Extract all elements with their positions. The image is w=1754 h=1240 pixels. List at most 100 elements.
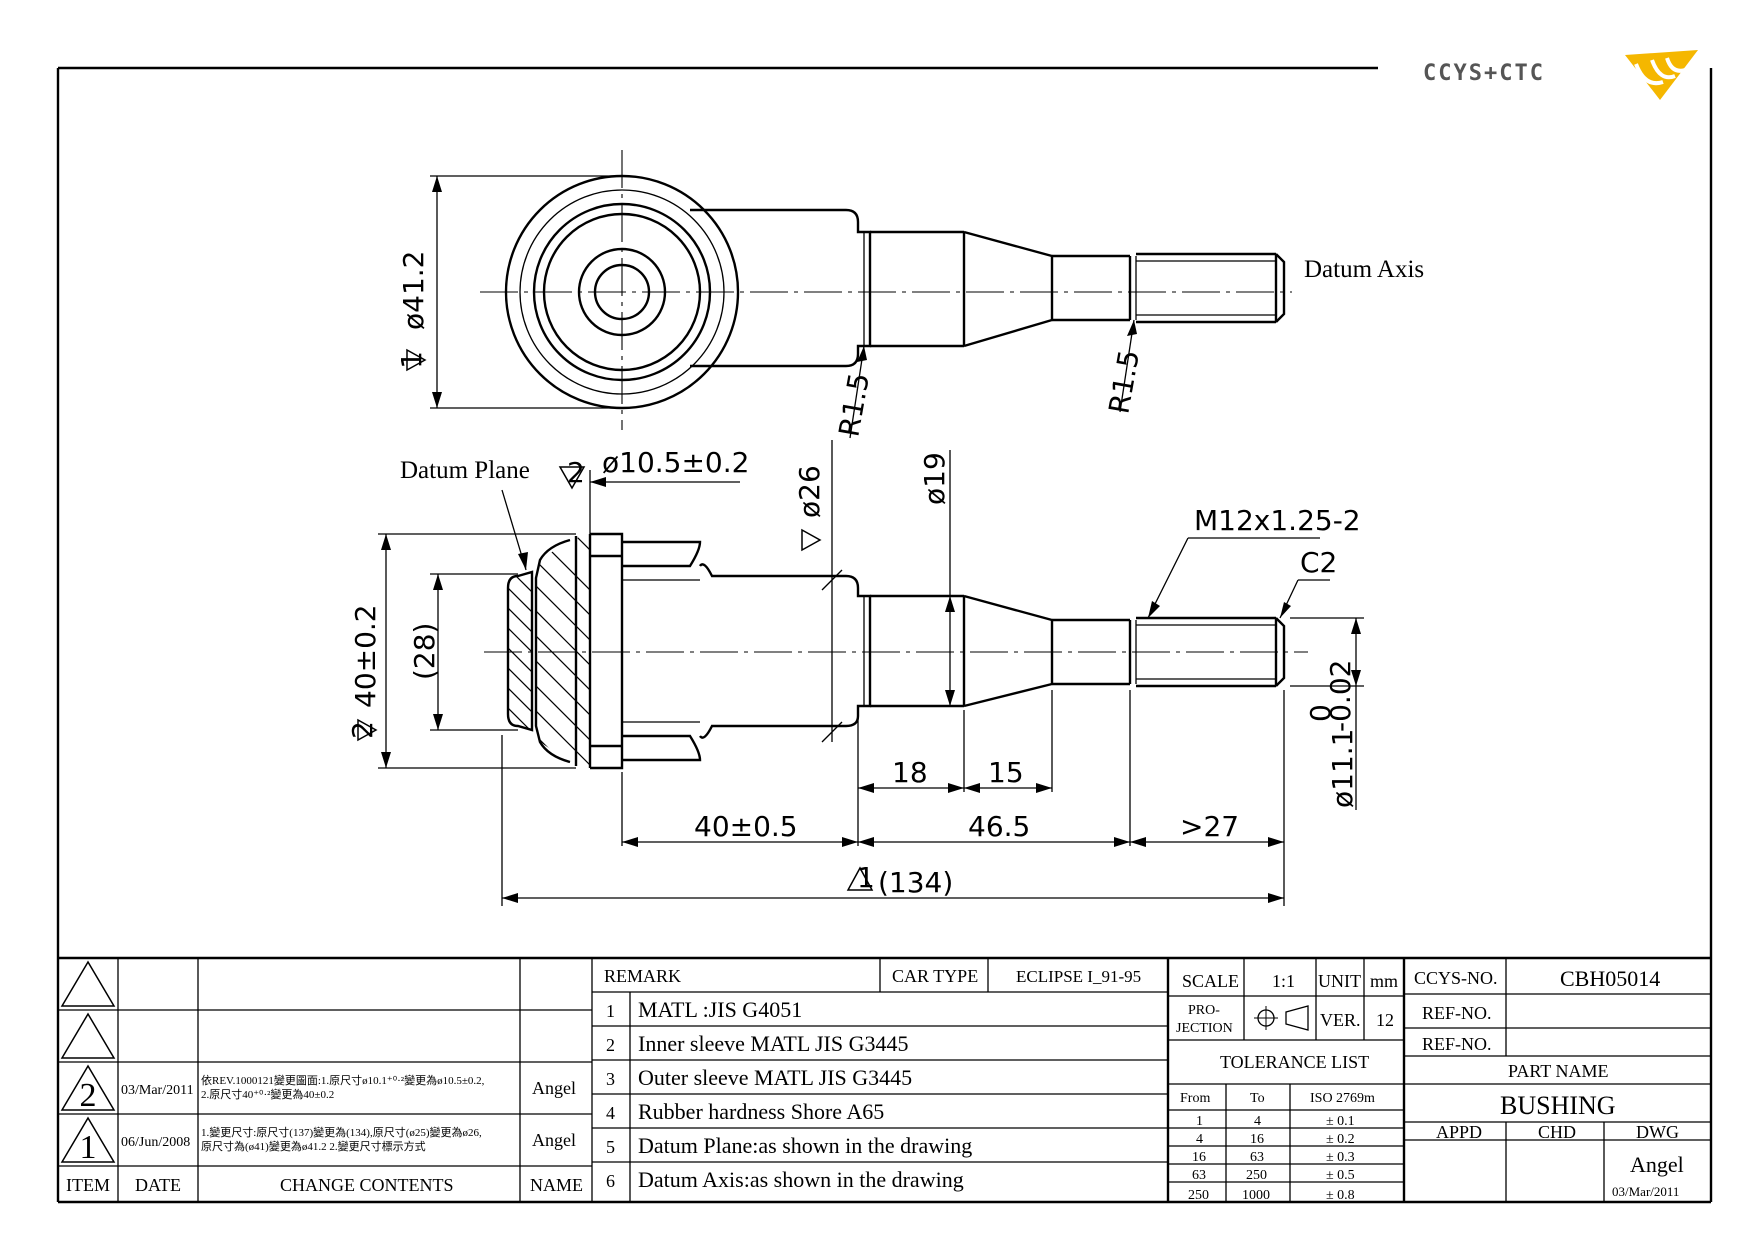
svg-text:0: 0 <box>1304 704 1337 722</box>
company-logo: CCYS+CTC <box>1423 50 1698 100</box>
rev-2-triangle-icon <box>60 1064 116 1111</box>
top-neck-outline <box>690 208 872 368</box>
svg-text:2: 2 <box>346 721 379 739</box>
svg-text:63: 63 <box>1192 1168 1206 1183</box>
svg-text:1.變更尺寸:原尺寸(137)變更為(134),原尺寸(ø2: 1.變更尺寸:原尺寸(137)變更為(134),原尺寸(ø25)變更為ø26, <box>201 1125 482 1139</box>
svg-text:3: 3 <box>606 1069 615 1089</box>
svg-text:ø41.2: ø41.2 <box>397 251 430 330</box>
svg-text:Datum Plane:as shown in the dr: Datum Plane:as shown in the drawing <box>638 1133 972 1158</box>
svg-text:M12x1.25-2: M12x1.25-2 <box>1194 504 1361 537</box>
datum-plane-label: Datum Plane <box>400 457 530 484</box>
svg-text:依REV.1000121變更圖面:1.原尺寸ø10.1⁺⁰·: 依REV.1000121變更圖面:1.原尺寸ø10.1⁺⁰·²變更為ø10.5±… <box>201 1073 485 1087</box>
rev-2-triangle-icon <box>558 466 586 490</box>
svg-text:From: From <box>1180 1091 1210 1106</box>
svg-text:06/Jun/2008: 06/Jun/2008 <box>121 1135 190 1150</box>
svg-text:± 0.2: ± 0.2 <box>1326 1132 1355 1147</box>
svg-text:16: 16 <box>1192 1150 1206 1165</box>
rev-blank-triangle-icon <box>60 1012 116 1059</box>
svg-text:DATE: DATE <box>135 1175 181 1195</box>
svg-text:UNIT: UNIT <box>1318 971 1361 991</box>
svg-text:Inner sleeve MATL JIS G3445: Inner sleeve MATL JIS G3445 <box>638 1031 908 1056</box>
svg-text:250: 250 <box>1246 1168 1267 1183</box>
svg-text:CCYS+CTC: CCYS+CTC <box>1423 61 1545 86</box>
svg-text:± 0.8: ± 0.8 <box>1326 1188 1355 1203</box>
svg-text:1: 1 <box>606 1001 615 1021</box>
svg-text:REF-NO.: REF-NO. <box>1422 1003 1492 1023</box>
svg-text:ITEM: ITEM <box>66 1175 110 1195</box>
svg-text:2: 2 <box>606 1035 615 1055</box>
svg-text:REF-NO.: REF-NO. <box>1422 1034 1492 1054</box>
svg-text:ISO 2769m: ISO 2769m <box>1310 1091 1375 1106</box>
svg-text:ø26: ø26 <box>793 465 826 518</box>
svg-text:R1.5: R1.5 <box>832 370 876 439</box>
svg-text:ø19: ø19 <box>918 452 951 505</box>
svg-text:12: 12 <box>1376 1010 1394 1030</box>
svg-text:(134): (134) <box>878 866 953 899</box>
rev-blank-triangle-icon <box>60 960 116 1007</box>
svg-text:03/Mar/2011: 03/Mar/2011 <box>121 1083 194 1098</box>
svg-text:± 0.1: ± 0.1 <box>1326 1114 1355 1129</box>
part-block: CCYS-NO. CBH05014 REF-NO. REF-NO. PART N… <box>1404 958 1711 1202</box>
svg-text:Angel: Angel <box>1630 1152 1684 1177</box>
remark-table: REMARK CAR TYPE ECLIPSE I_91-95 1 MATL :… <box>592 958 1170 1202</box>
svg-text:Angel: Angel <box>532 1078 576 1098</box>
svg-text:C2: C2 <box>1300 546 1337 579</box>
svg-text:Outer sleeve MATL JIS G3445: Outer sleeve MATL JIS G3445 <box>638 1065 912 1090</box>
title-block: 2 03/Mar/2011 依REV.1000121變更圖面:1.原尺寸ø10.… <box>58 956 1711 1203</box>
svg-text:± 0.5: ± 0.5 <box>1326 1168 1355 1183</box>
svg-text:1: 1 <box>857 861 875 894</box>
svg-text:To: To <box>1250 1091 1265 1106</box>
svg-text:6: 6 <box>606 1171 615 1191</box>
svg-text:DWG: DWG <box>1636 1122 1679 1142</box>
svg-text:250: 250 <box>1188 1188 1209 1203</box>
svg-text:4: 4 <box>606 1103 615 1123</box>
svg-text:± 0.3: ± 0.3 <box>1326 1150 1355 1165</box>
svg-text:1: 1 <box>395 351 428 369</box>
projection-symbol-icon <box>1254 1005 1309 1031</box>
svg-text:1: 1 <box>1196 1114 1203 1129</box>
datum-axis-label: Datum Axis <box>1304 256 1424 283</box>
svg-text:MATL :JIS G4051: MATL :JIS G4051 <box>638 997 802 1022</box>
svg-text:CHD: CHD <box>1538 1122 1576 1142</box>
svg-text:46.5: 46.5 <box>968 810 1030 843</box>
svg-text:BUSHING: BUSHING <box>1500 1091 1616 1120</box>
svg-text:16: 16 <box>1250 1132 1264 1147</box>
svg-text:1:1: 1:1 <box>1272 971 1295 991</box>
svg-text:-0.02: -0.02 <box>1324 660 1357 732</box>
svg-text:REMARK: REMARK <box>604 966 681 986</box>
svg-text:2: 2 <box>80 1077 97 1114</box>
svg-text:Rubber hardness Shore A65: Rubber hardness Shore A65 <box>638 1099 884 1124</box>
svg-text:CAR TYPE: CAR TYPE <box>892 966 978 986</box>
svg-text:SCALE: SCALE <box>1182 971 1239 991</box>
svg-text:ECLIPSE I_91-95: ECLIPSE I_91-95 <box>1016 967 1141 986</box>
datum-plane-cap <box>506 570 534 732</box>
svg-text:03/Mar/2011: 03/Mar/2011 <box>1612 1184 1679 1199</box>
svg-text:1000: 1000 <box>1242 1188 1270 1203</box>
svg-text:R1.5: R1.5 <box>1102 347 1146 416</box>
svg-text:Angel: Angel <box>532 1130 576 1150</box>
top-view: 1 ø41.2 R1.5 R1.5 Datum Axis <box>395 150 1424 439</box>
svg-text:Datum Axis:as shown in the dra: Datum Axis:as shown in the drawing <box>638 1167 964 1192</box>
svg-text:PRO-: PRO- <box>1188 1003 1220 1018</box>
svg-text:40±0.2: 40±0.2 <box>349 604 382 708</box>
svg-text:>27: >27 <box>1180 810 1239 843</box>
svg-text:4: 4 <box>1196 1132 1203 1147</box>
svg-text:JECTION: JECTION <box>1176 1021 1233 1036</box>
svg-text:4: 4 <box>1254 1114 1261 1129</box>
svg-text:(28): (28) <box>408 623 441 680</box>
svg-text:原尺寸為(ø41)變更為ø41.2 2.變更尺寸標示方式: 原尺寸為(ø41)變更為ø41.2 2.變更尺寸標示方式 <box>201 1139 426 1153</box>
rev-1-triangle-icon <box>60 1116 116 1163</box>
svg-text:ø10.5±0.2: ø10.5±0.2 <box>602 446 749 479</box>
svg-text:63: 63 <box>1250 1150 1264 1165</box>
spec-block: SCALE 1:1 UNIT mm PRO- JECTION VER. 12 T… <box>1168 958 1406 1203</box>
rev-1-triangle-icon <box>406 348 427 372</box>
side-view: Datum Plane 2 ø10.5±0.2 ø26 ø19 M12x1.25… <box>346 440 1364 906</box>
svg-text:5: 5 <box>606 1137 615 1157</box>
svg-text:PART NAME: PART NAME <box>1508 1061 1608 1081</box>
svg-text:18: 18 <box>892 756 928 789</box>
svg-text:TOLERANCE LIST: TOLERANCE LIST <box>1220 1052 1369 1072</box>
svg-text:CBH05014: CBH05014 <box>1560 966 1660 991</box>
svg-text:15: 15 <box>988 756 1024 789</box>
svg-text:VER.: VER. <box>1320 1010 1361 1030</box>
